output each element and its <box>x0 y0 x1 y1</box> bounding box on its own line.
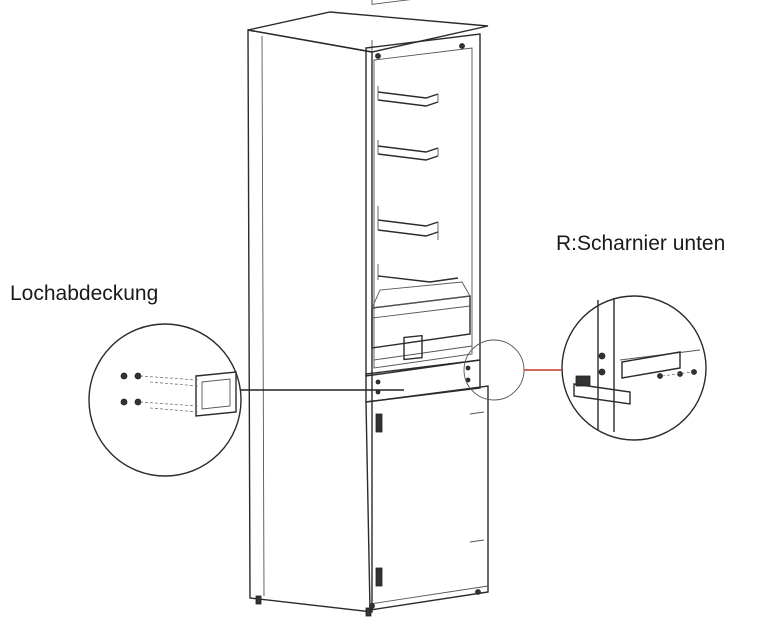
callout-hole-cover <box>88 323 242 477</box>
crisper-drawer <box>371 281 471 349</box>
label-hinge-bottom-right: R:Scharnier unten <box>556 232 726 255</box>
shelf-1 <box>377 86 439 107</box>
shelf-2 <box>377 140 439 161</box>
middle-divider-rail <box>365 334 481 403</box>
fridge-cabinet <box>247 11 489 613</box>
shelf-3 <box>377 206 439 240</box>
fridge-compartment-upper <box>365 0 481 377</box>
fridge-feet <box>255 595 372 617</box>
label-hole-cover: Lochabdeckung <box>10 282 159 305</box>
freezer-door <box>365 385 489 611</box>
shelf-4 <box>377 264 459 283</box>
callout-hinge-bottom <box>561 295 707 441</box>
hinge-highlight-circle <box>463 339 525 401</box>
